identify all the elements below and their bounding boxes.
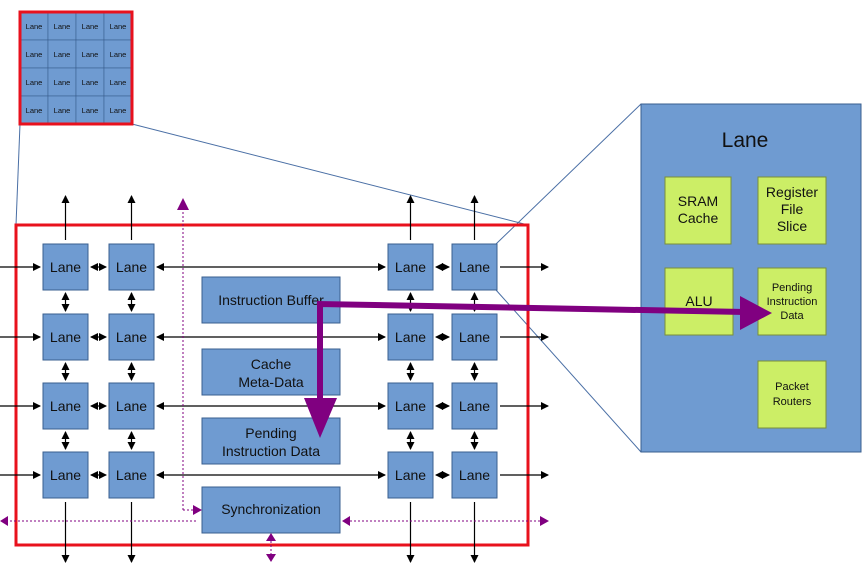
- mini-lane-label: Lane: [82, 50, 99, 59]
- pending-instruction-label-2: Instruction Data: [222, 443, 320, 459]
- detail-zoom-line-bottom: [495, 289, 642, 453]
- mini-lane-label: Lane: [54, 22, 71, 31]
- cache-metadata-label-2: Meta-Data: [238, 374, 304, 390]
- mini-lane-label: Lane: [110, 50, 127, 59]
- lane-block: [387, 243, 434, 291]
- mini-lane-cell: [47, 95, 77, 125]
- lane-label: Lane: [116, 259, 147, 275]
- lane-block: [42, 382, 89, 430]
- lane-block: [108, 382, 155, 430]
- register-file-slice-component: Register File Slice: [757, 176, 827, 245]
- lane-block: [451, 243, 498, 291]
- cache-metadata-label-1: Cache: [251, 356, 292, 372]
- alu-label: ALU: [685, 293, 712, 309]
- mini-lane-label: Lane: [110, 106, 127, 115]
- alu-component: ALU: [664, 267, 734, 336]
- lane-label: Lane: [50, 398, 81, 414]
- mini-lane-cell: [47, 39, 77, 69]
- zoom-line-left: [15, 123, 21, 226]
- lane-label: Lane: [459, 329, 490, 345]
- sram-label-1: SRAM: [678, 193, 718, 209]
- mini-lane-cell: [103, 39, 133, 69]
- mini-lane-label: Lane: [26, 78, 43, 87]
- mini-lane-label: Lane: [26, 50, 43, 59]
- lane-array: LaneLaneLaneLaneLaneLaneLaneLaneLaneLane…: [42, 243, 498, 499]
- mini-lane-cell: [103, 95, 133, 125]
- lane-block: [387, 313, 434, 361]
- mini-lane-cell: [103, 67, 133, 97]
- mini-lane-label: Lane: [54, 50, 71, 59]
- lane-label: Lane: [395, 398, 426, 414]
- mini-lane-cell: [47, 11, 77, 41]
- sram-cache-component: SRAM Cache: [664, 176, 732, 245]
- lane-block: [451, 451, 498, 499]
- lane-block: [42, 313, 89, 361]
- lane-label: Lane: [395, 329, 426, 345]
- lane-label: Lane: [459, 259, 490, 275]
- data-path-arrow-down: [304, 398, 337, 438]
- mini-lane-label: Lane: [26, 22, 43, 31]
- lane-label: Lane: [459, 467, 490, 483]
- mini-lane-label: Lane: [54, 78, 71, 87]
- lane-label: Lane: [395, 259, 426, 275]
- mini-lane-cell: [47, 67, 77, 97]
- mini-lane-label: Lane: [82, 106, 99, 115]
- regfile-label-3: Slice: [777, 218, 808, 234]
- lane-label: Lane: [116, 467, 147, 483]
- instruction-buffer-label: Instruction Buffer: [218, 292, 324, 308]
- regfile-label-2: File: [781, 201, 804, 217]
- synchronization-label: Synchronization: [221, 501, 321, 517]
- lane-detail-title: Lane: [722, 129, 769, 152]
- interconnect-arrows: [0, 195, 549, 563]
- lane-label: Lane: [459, 398, 490, 414]
- lane-label: Lane: [116, 329, 147, 345]
- lane-block: [108, 451, 155, 499]
- mini-lane-label: Lane: [26, 106, 43, 115]
- pending-instruction-label-1: Pending: [245, 425, 296, 441]
- mini-lane-cell: [19, 11, 49, 41]
- lane-label: Lane: [50, 259, 81, 275]
- packet-routers-component: Packet Routers: [757, 360, 827, 429]
- detail-zoom-line-top: [495, 103, 642, 245]
- detail-pending-label-2: Instruction: [767, 296, 818, 308]
- mini-grid-highlight: [18, 10, 134, 126]
- lane-block: [42, 451, 89, 499]
- tile-highlight-border: [14, 223, 530, 547]
- regfile-label-1: Register: [766, 184, 818, 200]
- lane-block: [451, 382, 498, 430]
- lane-detail-panel: Lane SRAM Cache Register File Slice ALU …: [640, 103, 862, 453]
- lane-label: Lane: [50, 467, 81, 483]
- detail-pending-label-3: Data: [780, 310, 804, 322]
- mini-lane-label: Lane: [54, 106, 71, 115]
- instruction-buffer-block: Instruction Buffer: [201, 276, 341, 324]
- lane-block: [451, 313, 498, 361]
- lane-block: [387, 382, 434, 430]
- mini-lane-label: Lane: [82, 22, 99, 31]
- zoom-line-right: [131, 123, 529, 226]
- routers-label-2: Routers: [773, 396, 812, 408]
- lane-label: Lane: [116, 398, 147, 414]
- lane-label: Lane: [50, 329, 81, 345]
- lane-block: [42, 243, 89, 291]
- mini-lane-label: Lane: [110, 78, 127, 87]
- lane-block: [387, 451, 434, 499]
- sync-signal-lines: [0, 198, 549, 562]
- mini-lane-label: Lane: [110, 22, 127, 31]
- pending-instruction-data-component: Pending Instruction Data: [757, 267, 827, 336]
- mini-lane-label: Lane: [82, 78, 99, 87]
- pending-data-path: [304, 296, 772, 438]
- lane-label: Lane: [395, 467, 426, 483]
- lane-block: [108, 243, 155, 291]
- data-path-arrow-right: [740, 296, 772, 330]
- sram-label-2: Cache: [678, 210, 719, 226]
- routers-label-1: Packet: [775, 381, 809, 393]
- synchronization-block: Synchronization: [201, 486, 341, 534]
- lane-block: [108, 313, 155, 361]
- detail-pending-label-1: Pending: [772, 282, 812, 294]
